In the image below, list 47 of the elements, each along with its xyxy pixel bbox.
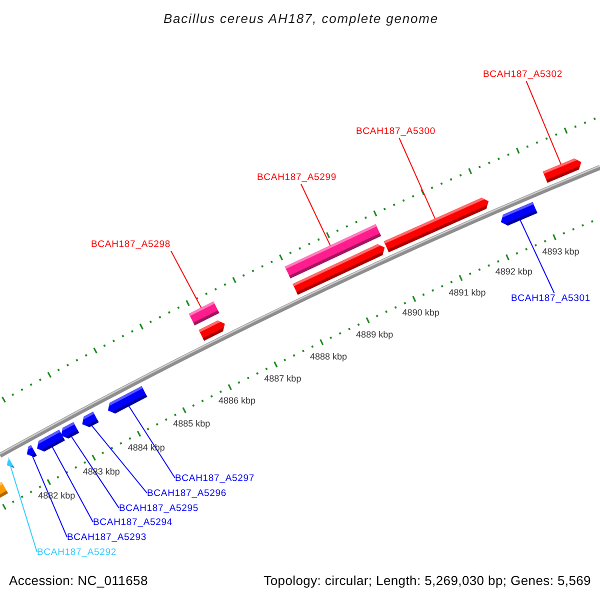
gene-feature <box>500 202 538 226</box>
leader-line <box>128 406 176 479</box>
gene-label: BCAH187_A5292 <box>37 547 117 559</box>
map-title: Bacillus cereus AH187, complete genome <box>163 11 439 27</box>
gene-bar <box>0 482 8 498</box>
leader-line <box>520 220 555 294</box>
leader-line <box>10 466 38 553</box>
gene-feature <box>61 422 80 438</box>
leader-line <box>70 436 120 509</box>
scale-label: 4885 kbp <box>173 418 210 430</box>
gene-feature <box>6 457 14 468</box>
leader-line <box>526 80 562 165</box>
gene-label: BCAH187_A5297 <box>175 473 255 485</box>
scale-label: 4891 kbp <box>448 287 486 298</box>
accession-label: Accession: NC_011658 <box>9 573 148 588</box>
gene-label: BCAH187_A5299 <box>257 172 337 184</box>
gene-label: BCAH187_A5300 <box>356 126 436 138</box>
gene-feature <box>542 158 582 183</box>
leader-line <box>398 138 436 220</box>
leader-line <box>300 184 331 246</box>
scale-label: 4886 kbp <box>218 396 256 407</box>
gene-feature <box>37 430 65 452</box>
gene-feature <box>82 412 99 428</box>
scale-label: 4892 kbp <box>495 266 532 278</box>
gene-label: BCAH187_A5302 <box>483 69 563 81</box>
scale-label: 4893 kbp <box>542 246 580 258</box>
gene-label: BCAH187_A5298 <box>91 239 171 251</box>
gene-bar <box>188 301 220 326</box>
scale-label: 4890 kbp <box>402 308 440 319</box>
gene-feature <box>108 386 148 414</box>
leader-line <box>52 446 94 523</box>
gene-label: BCAH187_A5296 <box>147 488 227 500</box>
gene-feature <box>198 320 225 341</box>
leader-line <box>91 425 148 494</box>
leader-line <box>32 456 68 538</box>
scale-label: 4887 kbp <box>264 373 302 384</box>
gene-label: BCAH187_A5294 <box>93 517 173 529</box>
gene-feature <box>26 445 37 458</box>
gene-label: BCAH187_A5295 <box>119 503 199 515</box>
scale-label: 4888 kbp <box>310 351 348 362</box>
gene-feature <box>292 244 385 295</box>
gene-label: BCAH187_A5293 <box>67 532 147 544</box>
scale-label: 4889 kbp <box>356 329 394 340</box>
genome-summary-label: Topology: circular; Length: 5,269,030 bp; Genes: 5,569 <box>264 573 591 588</box>
gene-label: BCAH187_A5301 <box>511 293 591 305</box>
leader-line <box>170 250 202 308</box>
gene-feature <box>384 198 489 252</box>
